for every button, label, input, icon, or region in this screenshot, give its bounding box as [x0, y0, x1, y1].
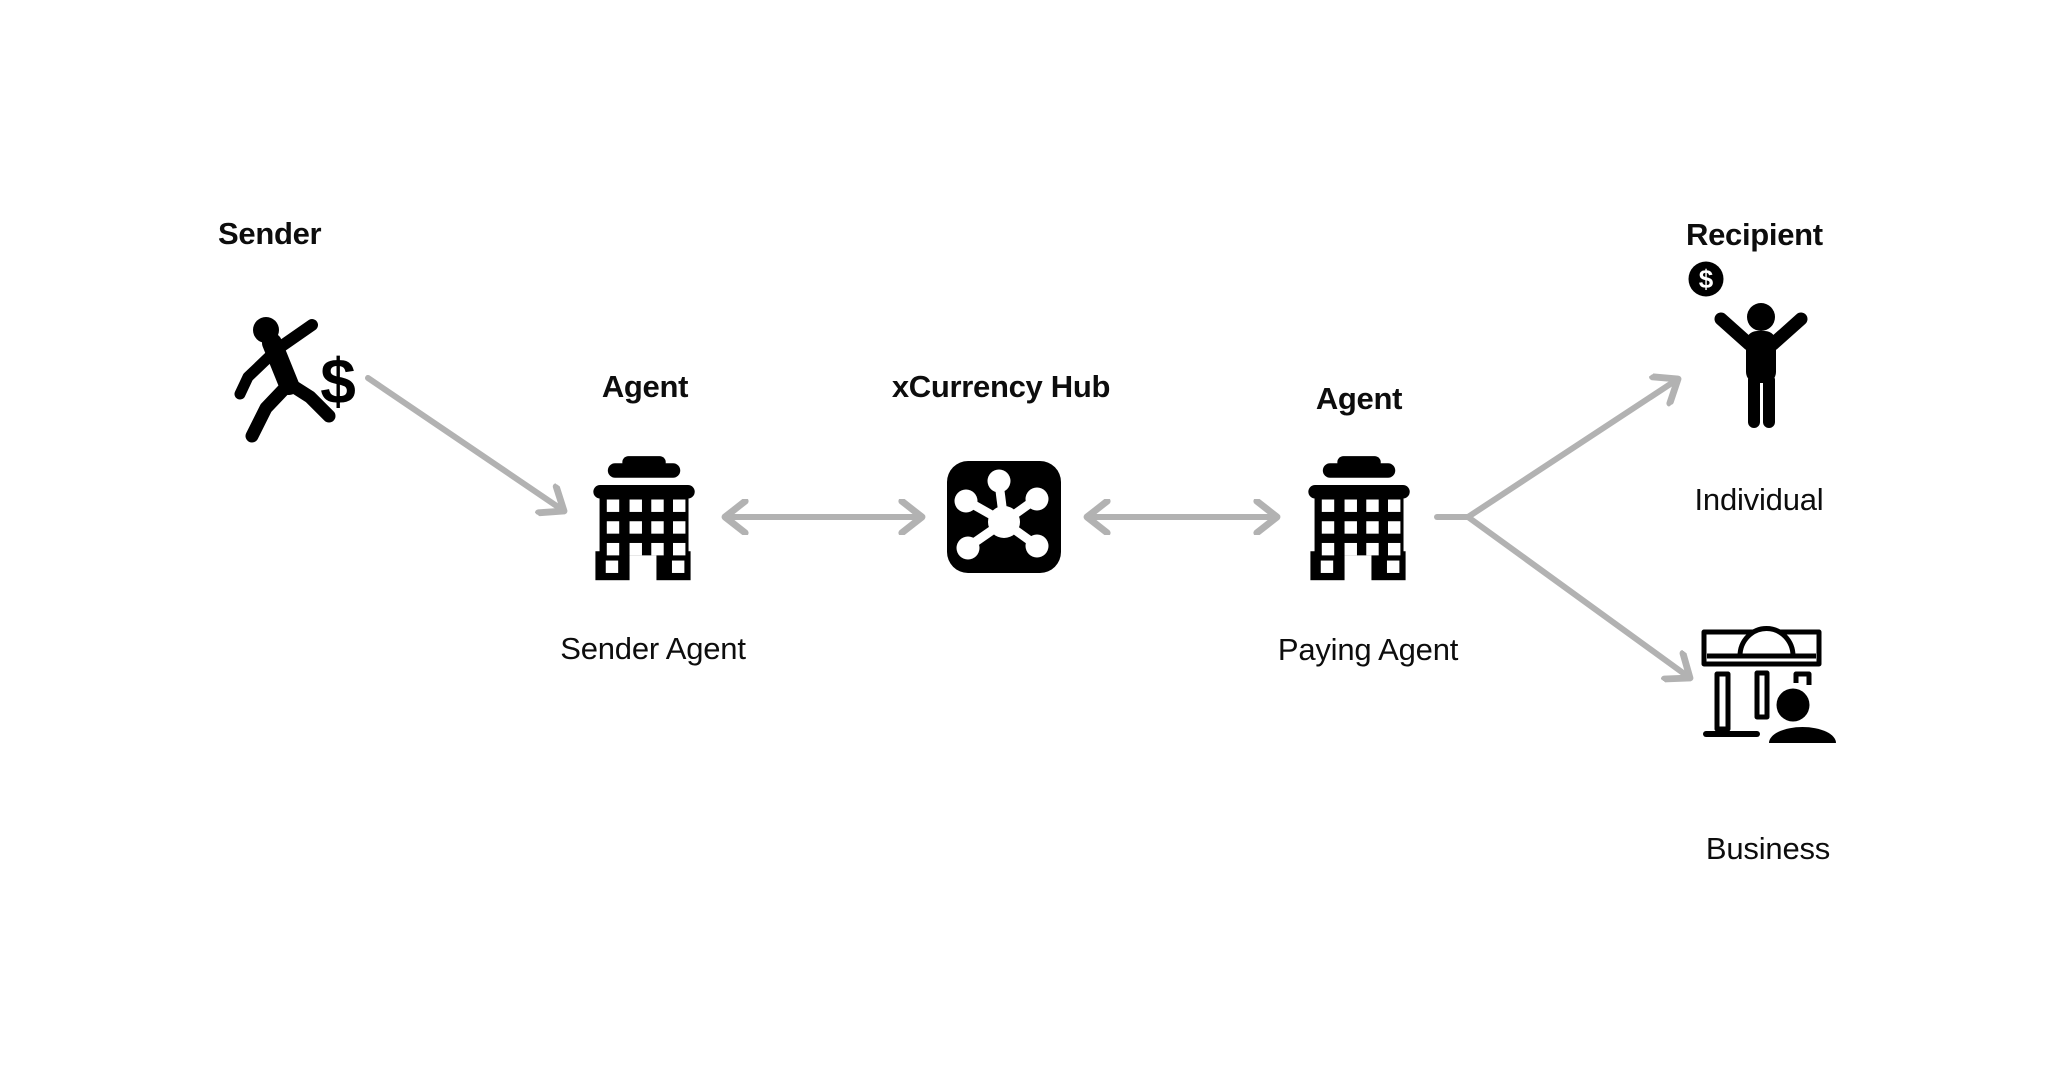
person-running-with-money-icon: $ [234, 317, 356, 443]
sender-dollar-glyph: $ [320, 345, 356, 417]
paying-agent-heading: Agent [1315, 381, 1403, 416]
paying-agent-caption: Paying Agent [1277, 632, 1459, 667]
bank-with-person-icon [1701, 626, 1840, 749]
arrow-paying-agent-to-business [1465, 514, 1690, 678]
individual-caption: Individual [1694, 482, 1824, 517]
coin-dollar-glyph: $ [1699, 264, 1714, 294]
person-arms-raised-icon [1714, 303, 1808, 428]
sender-title: Sender [218, 216, 322, 251]
business-caption: Business [1705, 831, 1831, 866]
building-icon [593, 456, 695, 581]
hub-heading: xCurrency Hub [891, 369, 1111, 404]
sender-agent-caption: Sender Agent [560, 631, 746, 666]
sender-agent-heading: Agent [601, 369, 689, 404]
network-hub-icon [947, 461, 1061, 573]
arrow-sender-to-sender-agent [365, 375, 564, 511]
arrow-paying-agent-to-individual [1465, 379, 1678, 520]
dollar-coin-icon: $ [1688, 261, 1724, 297]
recipient-title: Recipient [1686, 217, 1823, 252]
building-icon [1308, 456, 1410, 581]
